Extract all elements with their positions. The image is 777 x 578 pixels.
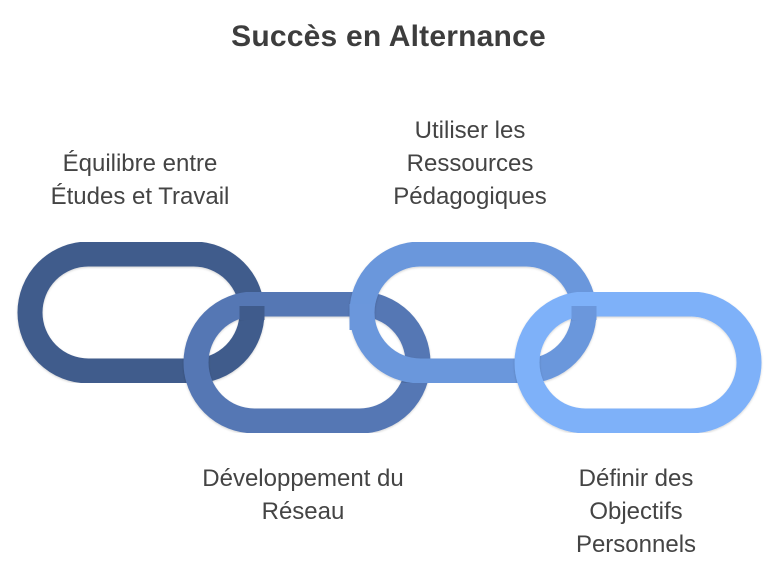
- label-line: Ressources: [406, 150, 534, 177]
- label-objectifs: Définir des Objectifs Personnels: [506, 462, 766, 561]
- label-ressources: Utiliser les Ressources Pédagogiques: [340, 114, 600, 213]
- label-line: Équilibre entre: [62, 150, 218, 177]
- label-line: Réseau: [261, 498, 345, 525]
- diagram-title: Succès en Alternance: [231, 20, 546, 53]
- label-line: Pédagogiques: [393, 183, 547, 210]
- label-line: Définir des: [578, 465, 694, 492]
- label-line: Études et Travail: [50, 183, 230, 210]
- chain-link-4: [514, 291, 762, 434]
- label-equilibre: Équilibre entre Études et Travail: [10, 147, 270, 213]
- label-line: Personnels: [575, 531, 697, 558]
- label-reseau: Développement du Réseau: [173, 462, 433, 528]
- label-line: Développement du: [202, 465, 404, 492]
- label-line: Objectifs: [589, 498, 683, 525]
- label-line: Utiliser les: [414, 117, 526, 144]
